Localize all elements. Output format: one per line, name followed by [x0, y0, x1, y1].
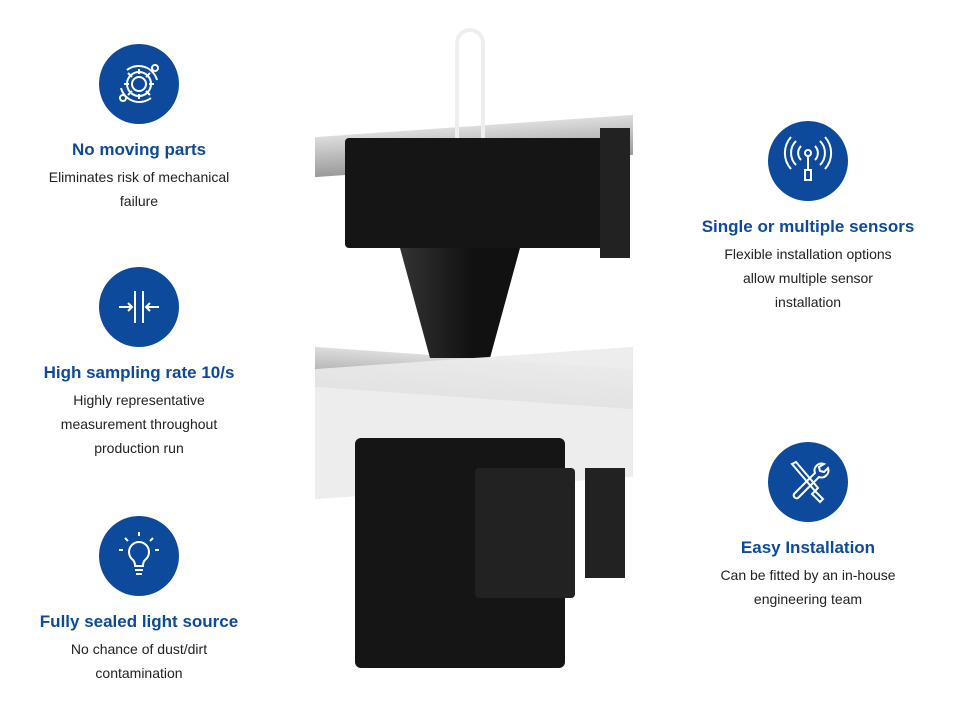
feature-no-moving-parts: No moving parts Eliminates risk of mecha…	[9, 44, 269, 213]
sensor-device-photo	[315, 28, 633, 668]
tools-icon	[768, 442, 848, 522]
feature-light-source: Fully sealed light source No chance of d…	[9, 516, 269, 685]
gear-icon	[99, 44, 179, 124]
feature-installation: Easy Installation Can be fitted by an in…	[678, 442, 938, 611]
feature-title: Fully sealed light source	[39, 612, 239, 631]
feature-title: Easy Installation	[740, 538, 876, 557]
antenna-icon	[768, 121, 848, 201]
feature-sampling-rate: High sampling rate 10/s Highly represent…	[9, 267, 269, 460]
feature-title: No moving parts	[71, 140, 207, 159]
feature-title: Single or multiple sensors	[701, 217, 915, 236]
feature-sensors: Single or multiple sensors Flexible inst…	[678, 121, 938, 314]
lightbulb-icon	[99, 516, 179, 596]
feature-title: High sampling rate 10/s	[43, 363, 235, 382]
arrows-gap-icon	[99, 267, 179, 347]
